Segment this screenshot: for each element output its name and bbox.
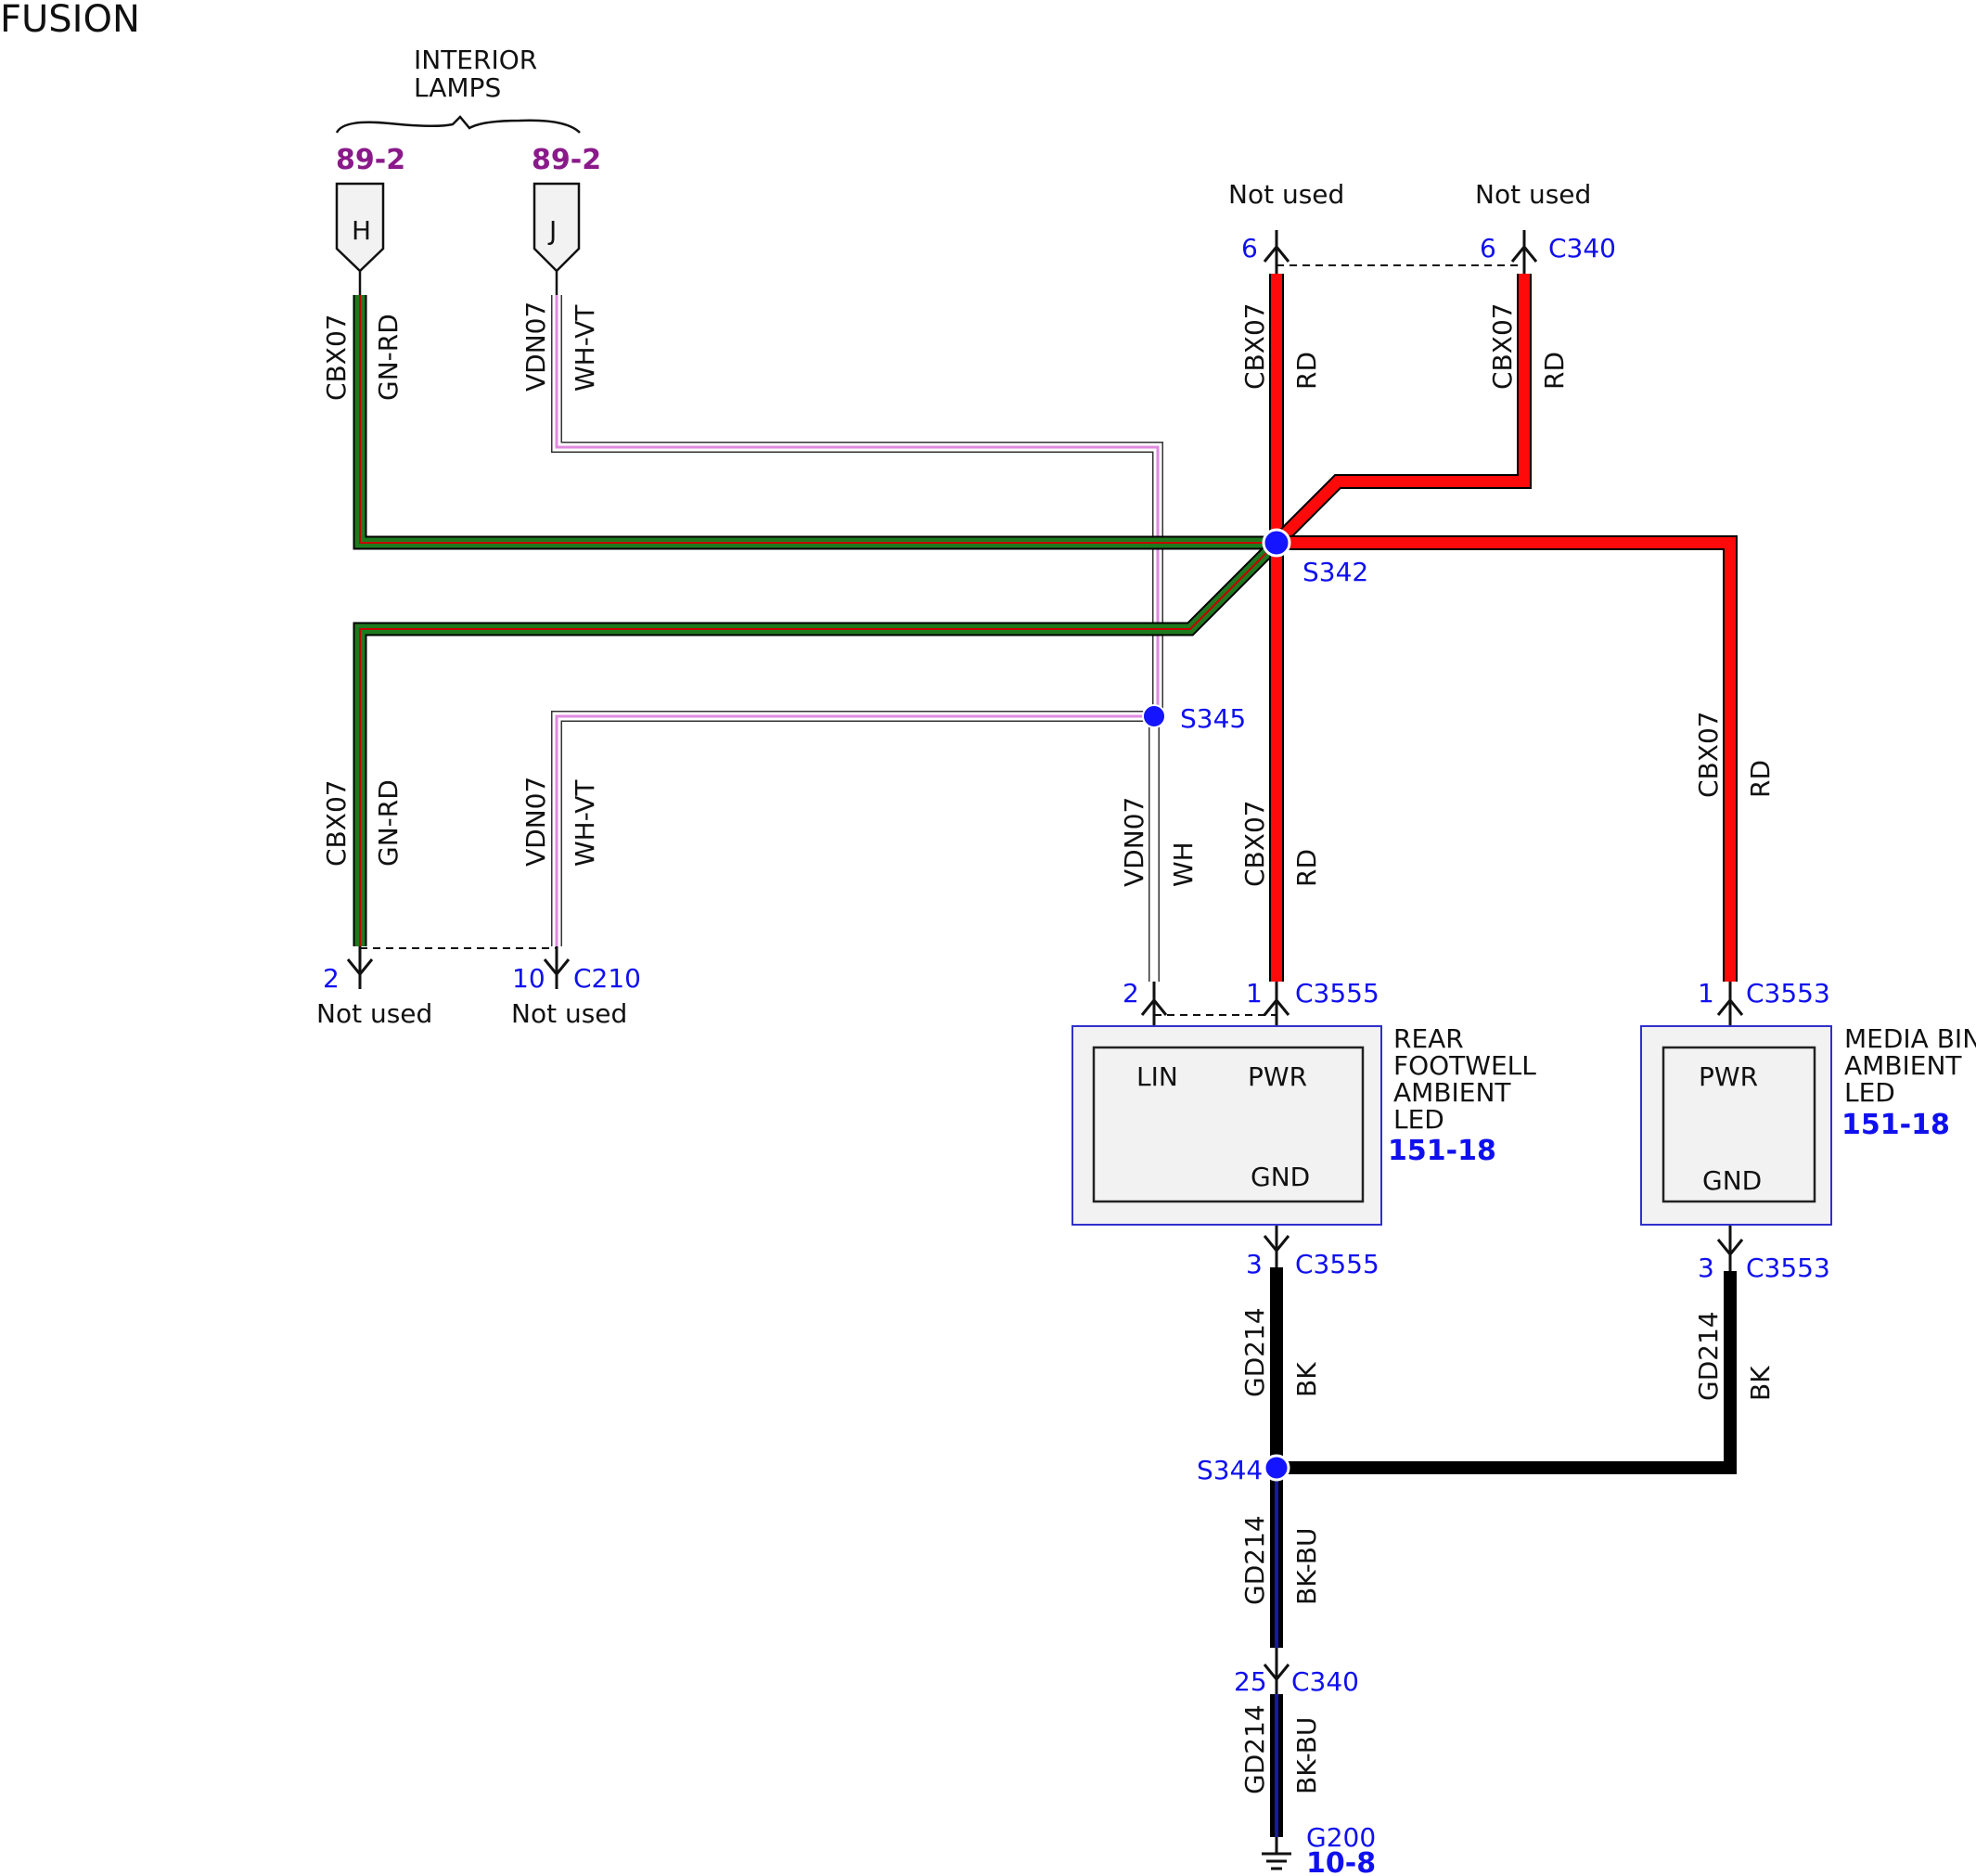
- c210-left-pin: 2: [323, 963, 340, 994]
- wire-cbx07-gn-rd-top: [353, 295, 1277, 550]
- c340-top-right-status: Not used: [1475, 179, 1591, 210]
- footwell-name-line3: AMBIENT: [1393, 1077, 1511, 1108]
- wire-cbx07-rd-media: [1277, 535, 1738, 982]
- c3555-gnd-pin: 3: [1246, 1249, 1263, 1279]
- pin-c340-6-left-icon: [1263, 230, 1290, 274]
- interior-lamps-label-line1: INTERIOR: [414, 45, 537, 75]
- wire-label-whvt-bottom-circuit: VDN07: [520, 777, 551, 867]
- c340-gnd-pin: 25: [1234, 1666, 1267, 1697]
- footwell-name-line2: FOOTWELL: [1393, 1050, 1536, 1081]
- terminal-h-label: H: [352, 215, 371, 246]
- wire-label-bk-media-circuit: GD214: [1693, 1311, 1724, 1401]
- wire-label-rd-up-right-circuit: CBX07: [1487, 302, 1518, 390]
- media-name-line3: LED: [1844, 1077, 1895, 1108]
- footwell-led-body: [1092, 1046, 1365, 1203]
- wire-vdn07-wh-vt-top: [551, 295, 1163, 716]
- wire-cbx07-rd-up-right: [1271, 274, 1532, 548]
- wire-vdn07-wh-vt-bottom: [551, 711, 1154, 946]
- media-name-line2: AMBIENT: [1844, 1050, 1962, 1081]
- wire-label-rd-up-left-color: RD: [1291, 352, 1322, 390]
- wire-label-rd-footwell-color: RD: [1291, 849, 1322, 887]
- splice-s345-label: S345: [1180, 703, 1246, 734]
- media-pin-gnd: GND: [1702, 1165, 1762, 1196]
- wire-label-whvt-top-circuit: VDN07: [520, 302, 551, 392]
- c340-top-right-pin: 6: [1480, 233, 1496, 263]
- pin-c210-10-icon: [543, 946, 571, 989]
- c340-top-left-pin: 6: [1241, 233, 1258, 263]
- footwell-pin-lin: LIN: [1136, 1061, 1178, 1092]
- wire-label-rd-media-circuit: CBX07: [1693, 711, 1724, 798]
- splice-s342-label: S342: [1302, 557, 1368, 587]
- wire-label-gnrd-bottom-circuit: CBX07: [321, 779, 352, 867]
- group-brace-icon: [335, 115, 581, 134]
- ground-ref-link[interactable]: 10-8: [1306, 1847, 1376, 1876]
- wire-label-bk-media-color: BK: [1745, 1366, 1776, 1401]
- c3555-lin-pin: 2: [1123, 978, 1139, 1009]
- pin-c340-25-icon: [1263, 1648, 1290, 1694]
- terminal-h-shape: [335, 182, 385, 273]
- c3555-pwr-name: C3555: [1295, 978, 1379, 1009]
- wire-label-bkbu-lower-color: BK-BU: [1291, 1717, 1322, 1794]
- splice-s345-dot: [1142, 704, 1166, 728]
- wire-label-bkbu-upper-color: BK-BU: [1291, 1528, 1322, 1605]
- c340-top-left-status: Not used: [1228, 179, 1344, 210]
- c3553-pwr-name: C3553: [1746, 978, 1830, 1009]
- c3553-gnd-pin: 3: [1698, 1253, 1714, 1283]
- wire-label-gnrd-bottom-color: GN-RD: [373, 779, 404, 867]
- splice-s344-dot: [1263, 1454, 1290, 1482]
- wire-label-wh-footwell-color: WH: [1168, 842, 1199, 887]
- wire-label-rd-media-color: RD: [1745, 760, 1776, 798]
- wire-label-wh-footwell-circuit: VDN07: [1119, 797, 1149, 887]
- interior-lamps-label-line2: LAMPS: [414, 72, 501, 103]
- c210-right-pin: 10: [512, 963, 545, 994]
- page-title: FUSION: [0, 0, 140, 41]
- footwell-ref-link[interactable]: 151-18: [1388, 1135, 1496, 1167]
- wire-label-rd-up-right-color: RD: [1539, 352, 1570, 390]
- c3553-pwr-pin: 1: [1698, 978, 1714, 1009]
- terminal-j-label: J: [547, 215, 557, 246]
- c210-right-name: C210: [573, 963, 641, 994]
- wire-cbx07-gn-rd-bottom: [353, 537, 1282, 946]
- footwell-name-line4: LED: [1393, 1104, 1444, 1135]
- pin-c210-2-icon: [346, 946, 374, 989]
- ground-icon: [1262, 1837, 1291, 1870]
- wire-gd214-bk-media: [1277, 1271, 1737, 1474]
- media-ref-link[interactable]: 151-18: [1841, 1109, 1950, 1141]
- ref-link-j[interactable]: 89-2: [532, 144, 601, 176]
- wire-label-rd-footwell-circuit: CBX07: [1239, 800, 1270, 887]
- wire-label-rd-up-left-circuit: CBX07: [1239, 302, 1270, 390]
- c210-right-status: Not used: [511, 998, 627, 1029]
- ref-link-h[interactable]: 89-2: [336, 144, 405, 176]
- wire-label-bkbu-upper-circuit: GD214: [1239, 1515, 1270, 1605]
- splice-s344-label: S344: [1197, 1455, 1263, 1485]
- wire-label-bk-footwell-circuit: GD214: [1239, 1307, 1270, 1397]
- wire-label-gnrd-top-circuit: CBX07: [321, 314, 352, 401]
- media-led-body: [1662, 1046, 1816, 1203]
- c340-top-right-name: C340: [1548, 233, 1616, 263]
- media-name-line1: MEDIA BIN: [1844, 1023, 1976, 1054]
- c3555-pwr-pin: 1: [1246, 978, 1263, 1009]
- footwell-pin-gnd: GND: [1251, 1162, 1310, 1192]
- terminal-j-shape: [532, 182, 581, 273]
- ground-name: G200: [1306, 1822, 1376, 1853]
- media-pin-pwr: PWR: [1699, 1061, 1758, 1092]
- wire-label-gnrd-top-color: GN-RD: [373, 314, 404, 401]
- wire-label-whvt-top-color: WH-VT: [570, 304, 600, 392]
- splice-s342-dot: [1262, 528, 1291, 558]
- c340-gnd-name: C340: [1291, 1666, 1359, 1697]
- pin-c340-6-right-icon: [1510, 230, 1538, 274]
- c3553-gnd-name: C3553: [1746, 1253, 1830, 1283]
- wire-label-bk-footwell-color: BK: [1291, 1362, 1322, 1397]
- wire-label-bkbu-lower-circuit: GD214: [1239, 1704, 1270, 1794]
- c3555-gnd-name: C3555: [1295, 1249, 1379, 1279]
- footwell-pin-pwr: PWR: [1248, 1061, 1307, 1092]
- c210-left-status: Not used: [316, 998, 432, 1029]
- wire-label-whvt-bottom-color: WH-VT: [570, 779, 600, 867]
- footwell-name-line1: REAR: [1393, 1023, 1464, 1054]
